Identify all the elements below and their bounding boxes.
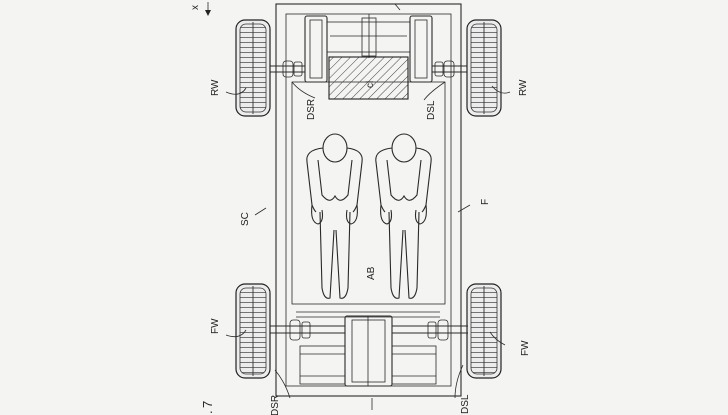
rw-left-label: RW bbox=[210, 79, 221, 96]
rear-wheel-right bbox=[466, 19, 502, 117]
x-axis-arrow: x bbox=[190, 2, 211, 16]
sc-label: SC bbox=[240, 212, 251, 226]
figure-number-label: 7 bbox=[200, 401, 215, 408]
rear-drive-unit: cl bbox=[304, 14, 433, 100]
leader-lines bbox=[225, 3, 511, 410]
rear-drive-shafts bbox=[270, 60, 468, 78]
dsl-top-label: DSL bbox=[426, 100, 437, 120]
dsr-top-label: DSR bbox=[306, 99, 317, 120]
rw-right-label: RW bbox=[518, 79, 529, 96]
dsr-bottom-label: DSR bbox=[270, 395, 281, 415]
occupant-left bbox=[306, 133, 363, 299]
fw-right-label: FW bbox=[520, 340, 531, 356]
fw-left-label: FW bbox=[210, 318, 221, 334]
occupant-right bbox=[375, 133, 432, 299]
ab-label: AB bbox=[366, 266, 377, 280]
front-wheel-right bbox=[466, 283, 502, 379]
f-label: F bbox=[480, 199, 491, 205]
figure-number: . 7 bbox=[200, 401, 215, 414]
battery-cl bbox=[328, 56, 409, 100]
dsl-bottom-label: DSL bbox=[460, 394, 471, 414]
front-wheel-left bbox=[235, 283, 271, 379]
cl-label: cl bbox=[365, 81, 376, 88]
rear-wheel-left bbox=[235, 19, 271, 117]
x-axis-label: x bbox=[190, 5, 201, 10]
svg-text:.: . bbox=[200, 410, 215, 414]
front-drive-unit bbox=[270, 311, 468, 387]
